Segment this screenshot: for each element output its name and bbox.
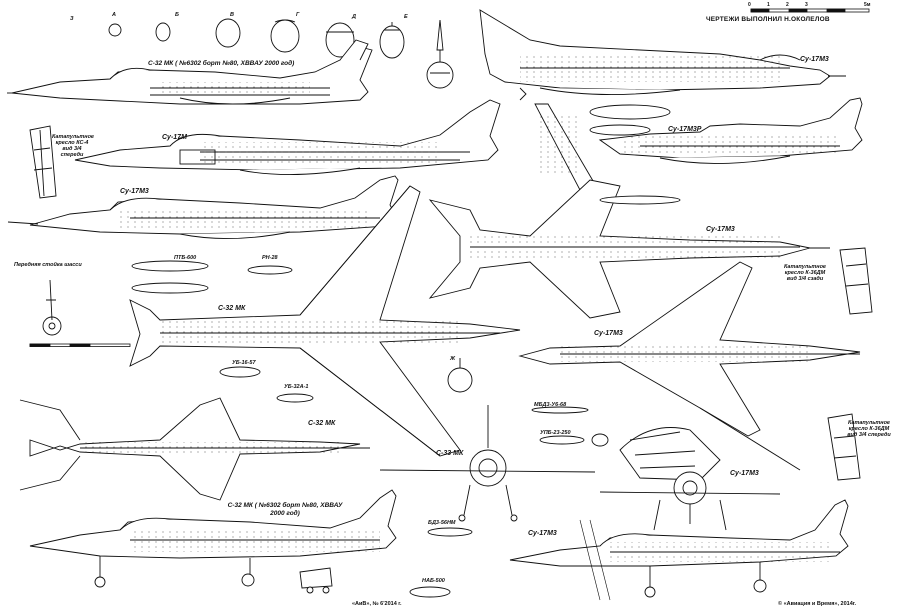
- label-seat-kc4: Катапультное кресло КС-4 вид 3/4 спереди: [52, 134, 94, 158]
- label-ub1657: УБ-16-57: [232, 360, 256, 366]
- su17m3-side-view-bottom-right: [509, 499, 849, 601]
- fin-cross-section: [447, 358, 609, 447]
- su17m3-side-view-top-right: [479, 9, 846, 95]
- caption-su17m3-front: Су-17М3: [730, 470, 759, 477]
- footer-copyright: © «Авиация и Время», 2014г.: [778, 601, 857, 607]
- caption-su17m3-top-right: Су-17М3: [800, 56, 829, 63]
- caption-su17m3-bottom-right: Су-17М3: [528, 530, 557, 537]
- label-bd3-56nm: БД3-56НМ: [428, 520, 456, 526]
- nose-gear-strut: [42, 279, 62, 336]
- gear-scale: [29, 343, 131, 347]
- scale-tick-1: 1: [767, 2, 770, 8]
- footer-issue: «АиВ», № 6'2014 г.: [352, 601, 402, 607]
- su17m3-planform-right: [518, 261, 861, 471]
- section-letter-b: Б: [175, 12, 179, 18]
- caption-s32mk-planform: С-32 МК: [218, 305, 246, 312]
- s32mk-planform-view: [129, 185, 521, 457]
- s32mk-side-view-top: [7, 39, 373, 105]
- scale-bar: [750, 8, 870, 13]
- su17m3-side-view-left: [7, 175, 399, 239]
- ground-trolley: [299, 567, 333, 594]
- su17m-side-view: [74, 99, 501, 175]
- label-nab500: НАБ-500: [422, 578, 445, 584]
- cross-sections: [108, 18, 454, 89]
- s32mk-side-view-bottom: [29, 489, 397, 588]
- su17m3-planform-view: [428, 179, 830, 319]
- section-letter-zh: Ж: [450, 356, 456, 362]
- scale-tick-5m: 5м: [864, 2, 871, 8]
- label-seat-k36dm-rear: Катапультное кресло К-36ДМ вид 3/4 сзади: [784, 264, 826, 282]
- stores: [131, 195, 681, 598]
- section-letter-g: Г: [296, 12, 300, 18]
- caption-s32mk-bottom: С-32 МК ( №6302 борт №80, ХВВАУ 2000 год…: [227, 502, 343, 517]
- su17m3-front-view: [599, 427, 781, 531]
- scale-tick-3: 3: [805, 2, 808, 8]
- caption-s32mk-top: С-32 МК ( №6302 борт №80, ХВВАУ 2000 год…: [148, 60, 295, 67]
- label-mbd3: МБД3-У6-68: [534, 402, 567, 408]
- caption-su17m3-planform: Су-17М3: [706, 226, 735, 233]
- caption-su17m3-planform-right: Су-17М3: [594, 330, 623, 337]
- caption-su17m3r: Су-17М3Р: [668, 126, 702, 133]
- section-letter-a: А: [112, 12, 116, 18]
- label-ptb600: ПТБ-600: [174, 255, 197, 261]
- su17m3r-side-view: [519, 87, 863, 164]
- section-letter-v: В: [230, 12, 234, 18]
- caption-su17m3-left: Су-17М3: [120, 188, 149, 195]
- caption-s32mk-underside: С-32 МК: [308, 420, 336, 427]
- vertical-tail-detail: [534, 103, 597, 191]
- ejection-seat-kc4: [29, 125, 57, 199]
- drawing-credit: ЧЕРТЕЖИ ВЫПОЛНИЛ Н.ОКОЛЕЛОВ: [706, 16, 830, 23]
- scale-tick-2: 2: [786, 2, 789, 8]
- label-ub32a1: УБ-32А-1: [284, 384, 309, 390]
- label-seat-k36dm-front: Катапультное кресло К-36ДМ вид 3/4 спере…: [847, 420, 891, 438]
- label-rn28: РН-28: [262, 255, 278, 261]
- ejection-seat-k36dm-front: [827, 413, 861, 481]
- s32mk-front-view: [379, 405, 596, 522]
- section-letter-z: З: [70, 16, 74, 22]
- ejection-seat-k36dm-rear: [839, 247, 873, 315]
- caption-s33mk-front: С-33 МК: [436, 450, 464, 457]
- section-letter-e: Е: [404, 14, 408, 20]
- label-upb23: УПБ-23-250: [540, 430, 571, 436]
- s32mk-underside-view: [19, 397, 370, 501]
- label-nose-gear: Передняя стойка шасси: [14, 262, 82, 268]
- caption-su17m: Су-17М: [162, 134, 187, 141]
- scale-tick-0: 0: [748, 2, 751, 8]
- section-letter-d: Д: [352, 14, 356, 20]
